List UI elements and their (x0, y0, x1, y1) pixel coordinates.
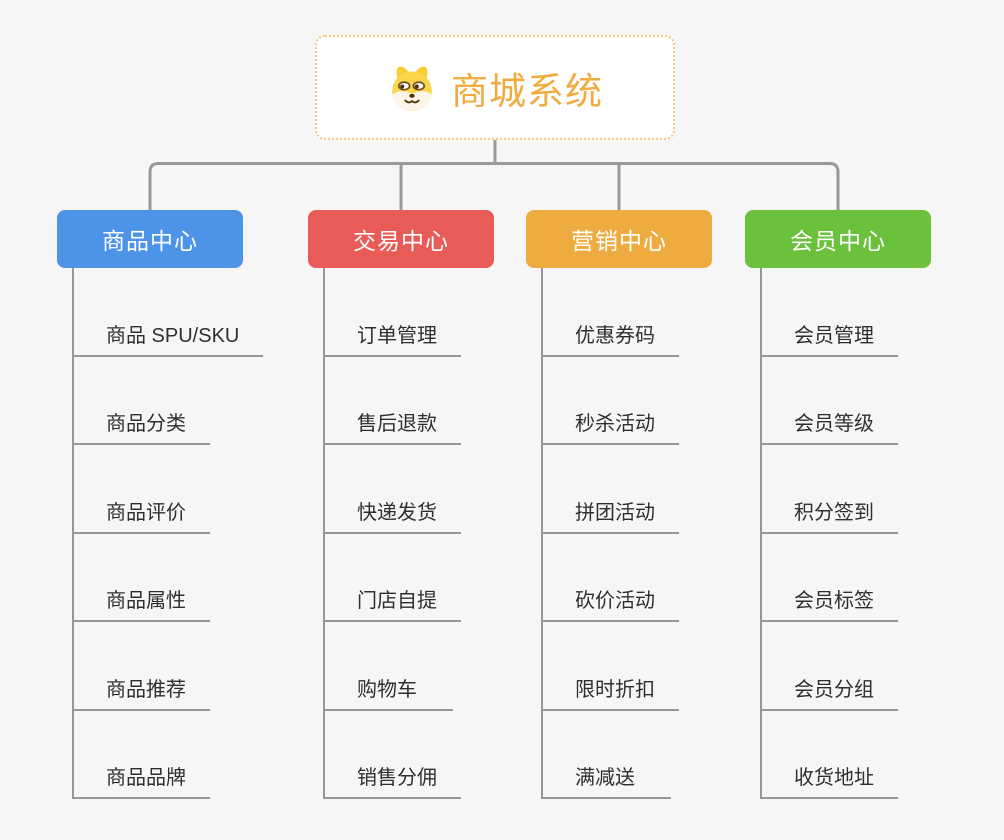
root-node-mall-system[interactable]: 商城系统 (315, 35, 675, 140)
shiba-dog-icon (392, 66, 432, 111)
branch-marketing-children: 优惠券码 秒杀活动 拼团活动 砍价活动 限时折扣 满减送 (541, 268, 679, 799)
branch-node-trade-center[interactable]: 交易中心 (308, 210, 494, 268)
leaf-node-product-recommend[interactable]: 商品推荐 (74, 622, 210, 711)
branch-label: 商品中心 (102, 228, 198, 254)
branch-trade-children: 订单管理 售后退款 快递发货 门店自提 购物车 销售分佣 (323, 268, 461, 799)
leaf-node-order-management[interactable]: 订单管理 (325, 268, 461, 357)
branch-node-product-center[interactable]: 商品中心 (57, 210, 243, 268)
leaf-node-member-management[interactable]: 会员管理 (762, 268, 898, 357)
leaf-node-shipping-address[interactable]: 收货地址 (762, 711, 898, 799)
leaf-node-coupon-code[interactable]: 优惠券码 (543, 268, 679, 357)
leaf-node-flash-sale[interactable]: 秒杀活动 (543, 357, 679, 445)
connector-rail (148, 162, 840, 210)
leaf-node-member-tag[interactable]: 会员标签 (762, 534, 898, 622)
leaf-node-group-buy[interactable]: 拼团活动 (543, 445, 679, 534)
leaf-node-member-group[interactable]: 会员分组 (762, 622, 898, 711)
branch-product-children: 商品 SPU/SKU 商品分类 商品评价 商品属性 商品推荐 商品品牌 (72, 268, 264, 799)
leaf-node-product-category[interactable]: 商品分类 (74, 357, 210, 445)
branch-label: 会员中心 (790, 228, 886, 254)
root-title: 商城系统 (451, 70, 603, 112)
leaf-node-limited-time-discount[interactable]: 限时折扣 (543, 622, 679, 711)
leaf-node-store-pickup[interactable]: 门店自提 (325, 534, 461, 622)
branch-member-children: 会员管理 会员等级 积分签到 会员标签 会员分组 收货地址 (760, 268, 898, 799)
leaf-node-points-checkin[interactable]: 积分签到 (762, 445, 898, 534)
leaf-node-bargain-activity[interactable]: 砍价活动 (543, 534, 679, 622)
leaf-node-aftersale-refund[interactable]: 售后退款 (325, 357, 461, 445)
branch-label: 营销中心 (571, 228, 667, 254)
leaf-node-member-level[interactable]: 会员等级 (762, 357, 898, 445)
leaf-node-product-review[interactable]: 商品评价 (74, 445, 210, 534)
leaf-node-product-attribute[interactable]: 商品属性 (74, 534, 210, 622)
leaf-node-sales-commission[interactable]: 销售分佣 (325, 711, 461, 799)
leaf-node-product-spu-sku[interactable]: 商品 SPU/SKU (74, 268, 264, 357)
branch-node-marketing-center[interactable]: 营销中心 (526, 210, 712, 268)
branch-label: 交易中心 (353, 228, 449, 254)
leaf-node-shopping-cart[interactable]: 购物车 (325, 622, 453, 711)
leaf-node-product-brand[interactable]: 商品品牌 (74, 711, 210, 799)
leaf-node-express-delivery[interactable]: 快递发货 (325, 445, 461, 534)
branch-node-member-center[interactable]: 会员中心 (745, 210, 931, 268)
leaf-node-spend-and-save[interactable]: 满减送 (543, 711, 671, 799)
